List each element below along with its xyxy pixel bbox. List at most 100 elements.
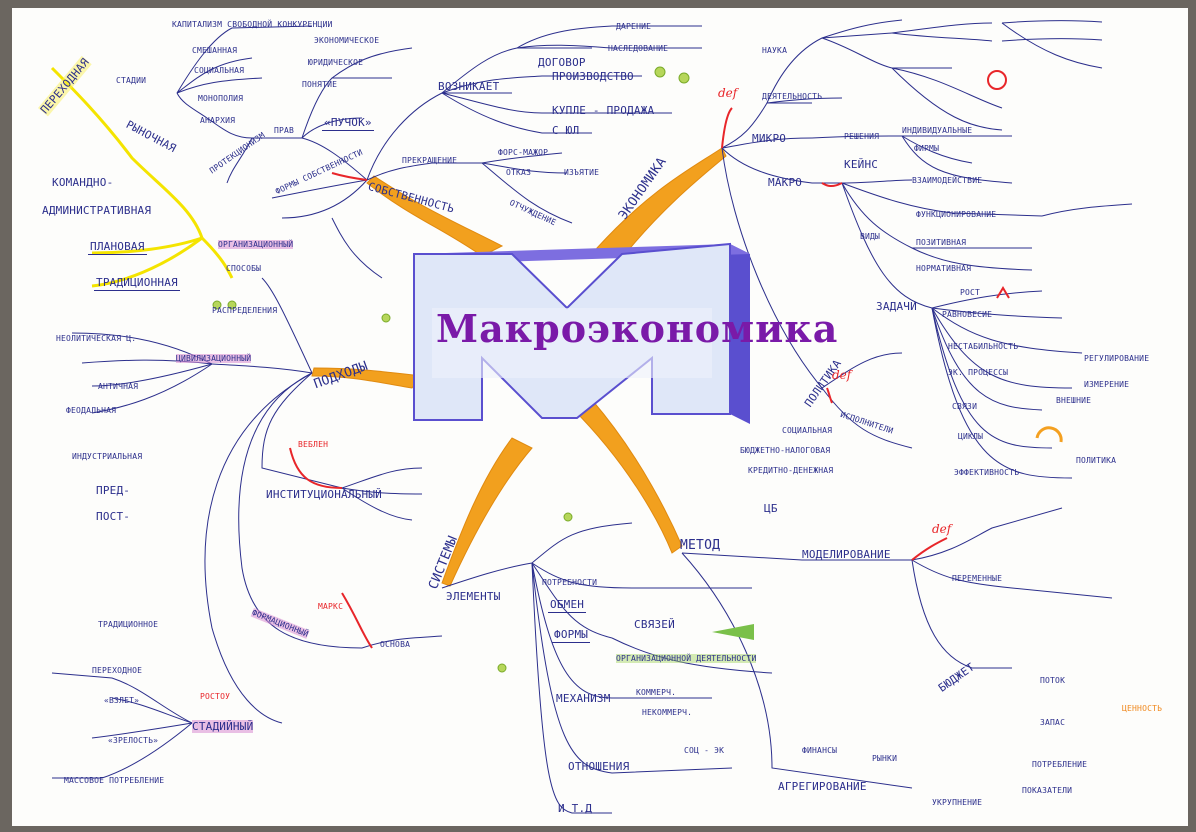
node-etc: И Т.Д: [558, 802, 593, 815]
node-consumption: ПОТРЕБЛЕНИЕ: [1032, 760, 1088, 769]
node-pre: ПРЕД-: [96, 484, 131, 497]
node-planned: ПЛАНОВАЯ: [88, 240, 147, 255]
node-traditional: ТРАДИЦИОННАЯ: [94, 276, 180, 291]
node-elements: ЭЛЕМЕНТЫ: [446, 590, 501, 603]
node-social: СОЦИАЛЬНАЯ: [782, 426, 833, 435]
node-basis: ОСНОВА: [380, 640, 411, 649]
node-inheritance: НАСЛЕДОВАНИЕ: [608, 44, 669, 53]
node-bundle: «ПУЧОК»: [322, 116, 374, 131]
node-micro: МИКРО: [752, 132, 787, 145]
node-sposoby: СПОСОБЫ: [226, 264, 262, 273]
paper-sheet: Макроэкономика ПЕРЕХОДНАЯ РЫНОЧНАЯ СТАДИ…: [12, 8, 1188, 826]
branch-approaches: [311, 367, 423, 389]
node-stage-social: СОЦИАЛЬНАЯ: [194, 66, 245, 75]
node-monopoly: МОНОПОЛИЯ: [198, 94, 244, 103]
node-maturity: «ЗРЕЛОСТЬ»: [108, 736, 159, 745]
node-force-major: ФОРС-МАЖОР: [498, 148, 549, 157]
node-credit-money: КРЕДИТНО-ДЕНЕЖНАЯ: [748, 466, 834, 475]
node-rostou: РОСТОУ: [200, 692, 231, 701]
node-feudal: ФЕОДАЛЬНАЯ: [66, 406, 117, 415]
node-modelling: МОДЕЛИРОВАНИЕ: [802, 548, 891, 561]
node-administrative: АДМИНИСТРАТИВНАЯ: [42, 204, 152, 217]
branch-property: [366, 175, 504, 257]
node-effectiveness: ЭФФЕКТИВНОСТЬ: [954, 468, 1020, 477]
node-organizational: ОРГАНИЗАЦИОННЫЙ: [218, 240, 294, 249]
node-traditional2: ТРАДИЦИОННОЕ: [98, 620, 159, 629]
node-decisions: РЕШЕНИЯ: [844, 132, 880, 141]
node-commercial: КОММЕРЧ.: [636, 688, 677, 697]
node-org-activity: ОРГАНИЗАЦИОННОЙ ДЕЯТЕЛЬНОСТИ: [616, 654, 757, 663]
def-policy: def: [832, 368, 852, 382]
node-equilibrium: РАВНОВЕСИЕ: [942, 310, 993, 319]
node-links2: СВЯЗЕЙ: [634, 618, 675, 631]
node-neolithic: НЕОЛИТИЧЕСКАЯ Ц.: [56, 334, 137, 343]
node-concept: ПОНЯТИЕ: [302, 80, 338, 89]
node-potrebnosti: ПОТРЕБНОСТИ: [542, 578, 598, 587]
node-keynes: КЕЙНС: [844, 158, 879, 171]
branch-systems: [441, 437, 533, 587]
cycle-icon: [1035, 426, 1063, 443]
node-finances: ФИНАНСЫ: [802, 746, 838, 755]
node-transitional2: ПЕРЕХОДНОЕ: [92, 666, 143, 675]
node-forms: ФОРМЫ: [552, 628, 591, 643]
node-measurement: ИЗМЕРЕНИЕ: [1084, 380, 1130, 389]
arrow-up-icon: [996, 286, 1010, 299]
node-stage-capital: КАПИТАЛИЗМ СВОБОДНОЙ КОНКУРЕНЦИИ: [172, 20, 333, 29]
node-exchange: ОБМЕН: [548, 598, 587, 613]
branch-economy: [596, 147, 727, 259]
node-institutional: ИНСТИТУЦИОНАЛЬНЫЙ: [266, 488, 382, 501]
node-functioning: ФУНКЦИОНИРОВАНИЕ: [916, 210, 997, 219]
node-refusal: ОТКАЗ: [506, 168, 532, 177]
node-takeoff: «ВЗЛЕТ»: [104, 696, 140, 705]
branch-method: [571, 399, 683, 554]
node-noncommercial: НЕКОММЕРЧ.: [642, 708, 693, 717]
node-marx: МАРКС: [318, 602, 344, 611]
m-side: [730, 244, 750, 424]
branch-lines: [50, 19, 1133, 814]
node-budget-tax: БЮДЖЕТНО-НАЛОГОВАЯ: [740, 446, 831, 455]
node-mass-consumption: МАССОВОЕ ПОТРЕБЛЕНИЕ: [64, 776, 165, 785]
node-confiscation: ИЗЪЯТИЕ: [564, 168, 600, 177]
node-production: ПРОИЗВОДСТВО: [552, 70, 634, 83]
ink-lines: [51, 19, 1133, 814]
node-economic: ЭКОНОМИЧЕСКОЕ: [314, 36, 380, 45]
node-contract: ДОГОВОР: [538, 56, 586, 69]
node-civilizational: ЦИВИЛИЗАЦИОННЫЙ: [176, 354, 252, 363]
node-distribution: РАСПРЕДЕЛЕНИЯ: [212, 306, 278, 315]
def-method: def: [932, 522, 952, 536]
node-mechanism: МЕХАНИЗМ: [556, 692, 611, 705]
node-flow: ПОТОК: [1040, 676, 1066, 685]
yellow-lines: [50, 66, 234, 288]
node-relations: ОТНОШЕНИЯ: [568, 760, 630, 773]
node-terminates: ПРЕКРАЩЕНИЕ: [402, 156, 458, 165]
arrow-left-icon: [712, 624, 754, 640]
node-enlargement: УКРУПНЕНИЕ: [932, 798, 983, 807]
node-cycles: ЦИКЛЫ: [958, 432, 984, 441]
node-links: СВЯЗИ: [952, 402, 978, 411]
node-anarchy: АНАРХИЯ: [200, 116, 236, 125]
node-external: ВНЕШНИЕ: [1056, 396, 1092, 405]
node-industrial: ИНДУСТРИАЛЬНАЯ: [72, 452, 143, 461]
node-arises: ВОЗНИКАЕТ: [438, 80, 500, 93]
node-rights: ПРАВ: [274, 126, 295, 135]
node-with-yul: С ЮЛ: [552, 124, 580, 137]
globe-icon: [987, 70, 1007, 90]
node-indicators: ПОКАЗАТЕЛИ: [1022, 786, 1073, 795]
node-types: ВИДЫ: [860, 232, 881, 241]
node-normative: НОРМАТИВНАЯ: [916, 264, 972, 273]
doodle-icons: [212, 66, 690, 673]
node-growth: РОСТ: [960, 288, 981, 297]
node-tasks: ЗАДАЧИ: [876, 300, 917, 313]
center-title: Макроэкономика: [436, 306, 839, 351]
node-post: ПОСТ-: [96, 510, 131, 523]
node-method: МЕТОД: [680, 538, 721, 553]
node-command: КОМАНДНО-: [52, 176, 114, 189]
node-stage-mixed: СМЕШАННАЯ: [192, 46, 238, 55]
node-stock: ЗАПАС: [1040, 718, 1066, 727]
node-value: ЦЕННОСТЬ: [1122, 704, 1163, 713]
center-m-block: [413, 242, 750, 424]
node-politics: ПОЛИТИКА: [1076, 456, 1117, 465]
node-veblen: ВЕБЛЕН: [298, 440, 329, 449]
node-gift: ДАРЕНИЕ: [616, 22, 652, 31]
